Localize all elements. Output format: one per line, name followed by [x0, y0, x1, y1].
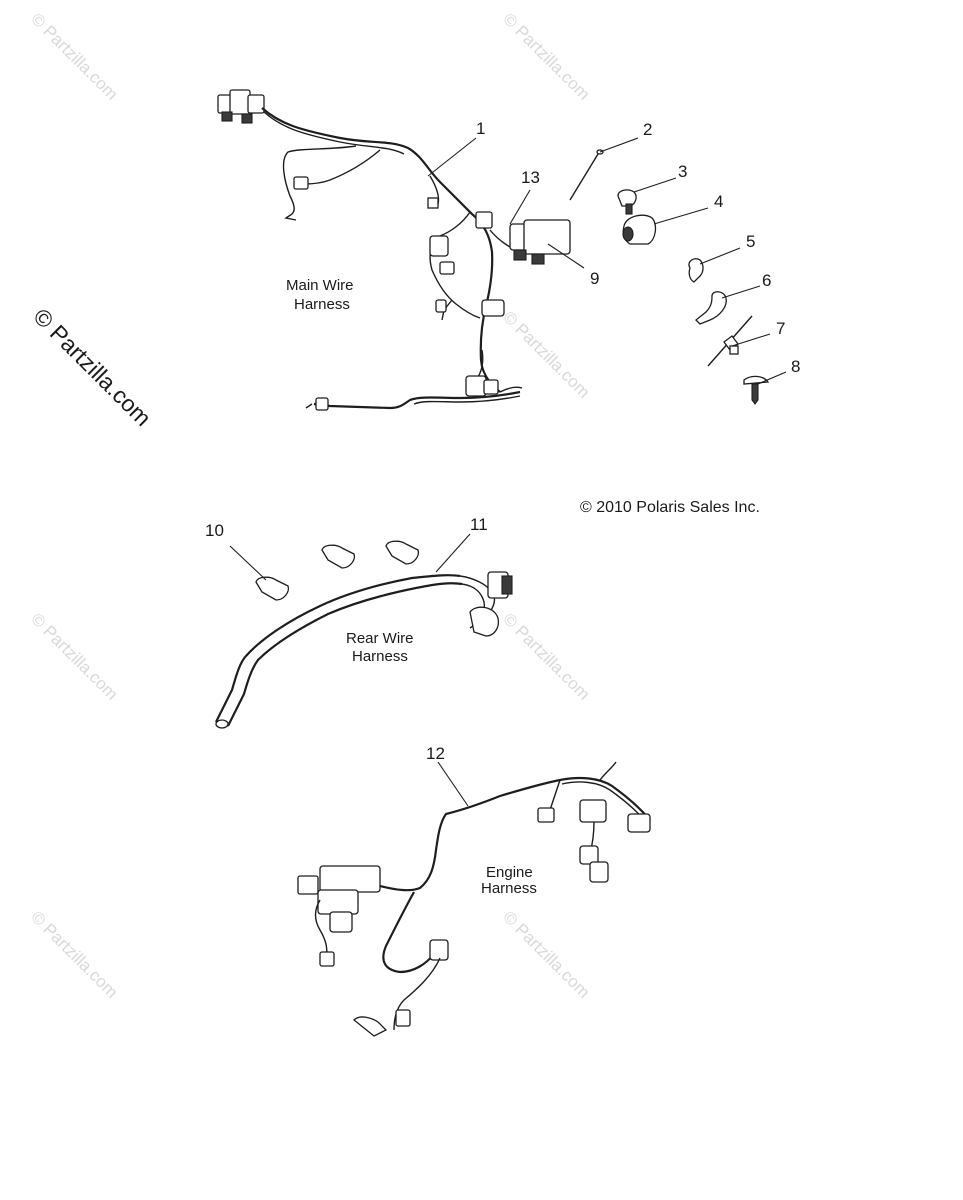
watermark: © Partzilla.com	[499, 907, 593, 1001]
callout-9: 9	[590, 269, 599, 288]
callout-4: 4	[714, 192, 723, 211]
watermark: © Partzilla.com	[27, 609, 121, 703]
callout-3: 3	[678, 162, 687, 181]
callout-2: 2	[643, 120, 652, 139]
main-harness-label-line2: Harness	[294, 296, 350, 313]
watermark: © Partzilla.com	[27, 9, 121, 103]
assembly-labels: Main Wire Harness Rear Wire Harness Engi…	[286, 277, 537, 897]
main-harness-label-line1: Main Wire	[286, 277, 354, 294]
rear-harness-label-line1: Rear Wire	[346, 630, 414, 647]
engine-harness-label-line2: Harness	[481, 880, 537, 897]
callout-12: 12	[426, 744, 445, 763]
copyright-text: © 2010 Polaris Sales Inc.	[580, 499, 760, 516]
engine-harness-label-line1: Engine	[486, 864, 533, 881]
rear-wire-harness	[215, 540, 513, 729]
callout-5: 5	[746, 232, 755, 251]
callout-13: 13	[521, 168, 540, 187]
loose-parts	[569, 149, 770, 405]
side-watermark: © Partzilla.com	[28, 303, 156, 431]
callout-10: 10	[205, 521, 224, 540]
callout-11: 11	[470, 515, 488, 534]
watermark: © Partzilla.com	[27, 907, 121, 1001]
rear-harness-label-line2: Harness	[352, 648, 408, 665]
watermark: © Partzilla.com	[499, 609, 593, 703]
watermark: © Partzilla.com	[499, 9, 593, 103]
main-wire-harness	[217, 89, 571, 411]
callout-6: 6	[762, 271, 771, 290]
watermark-layer: © Partzilla.com © Partzilla.com © Partzi…	[27, 9, 593, 1001]
callout-7: 7	[776, 319, 785, 338]
leader-lines	[229, 137, 787, 807]
engine-harness	[297, 761, 651, 1037]
callout-numbers: 1 2 3 4 5 6 7 8 9 10 11 12 13	[205, 119, 800, 763]
callout-1: 1	[476, 119, 485, 138]
callout-8: 8	[791, 357, 800, 376]
